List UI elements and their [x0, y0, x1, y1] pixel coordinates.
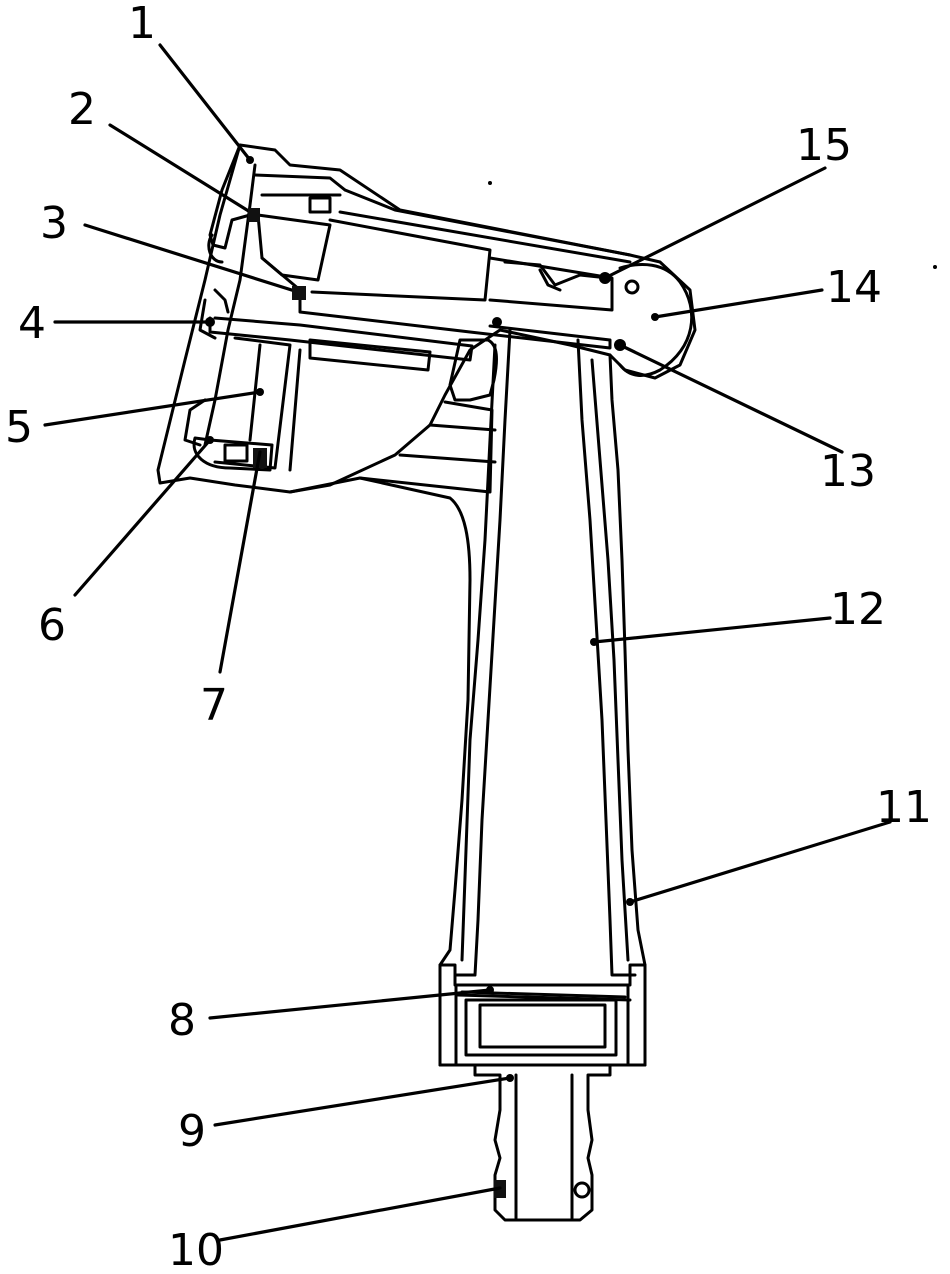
label-5: 5: [5, 402, 33, 453]
leader-dots: [205, 156, 659, 1082]
label-1: 1: [128, 0, 156, 49]
label-9: 9: [178, 1106, 206, 1157]
label-2: 2: [68, 84, 96, 135]
label-11: 11: [876, 782, 932, 833]
label-7: 7: [200, 680, 228, 731]
stray-mark: [933, 265, 937, 269]
label-15: 15: [796, 120, 852, 171]
handle-body: [290, 330, 645, 1065]
coupling-nut: [456, 985, 630, 1065]
label-3: 3: [40, 198, 68, 249]
label-13: 13: [820, 446, 876, 497]
label-8: 8: [168, 995, 196, 1046]
label-6: 6: [38, 600, 66, 651]
label-12: 12: [830, 584, 886, 635]
label-10: 10: [168, 1225, 224, 1274]
hose-connector: [475, 1065, 610, 1220]
label-14: 14: [826, 262, 882, 313]
stray-mark: [488, 181, 492, 185]
label-4: 4: [18, 298, 46, 349]
